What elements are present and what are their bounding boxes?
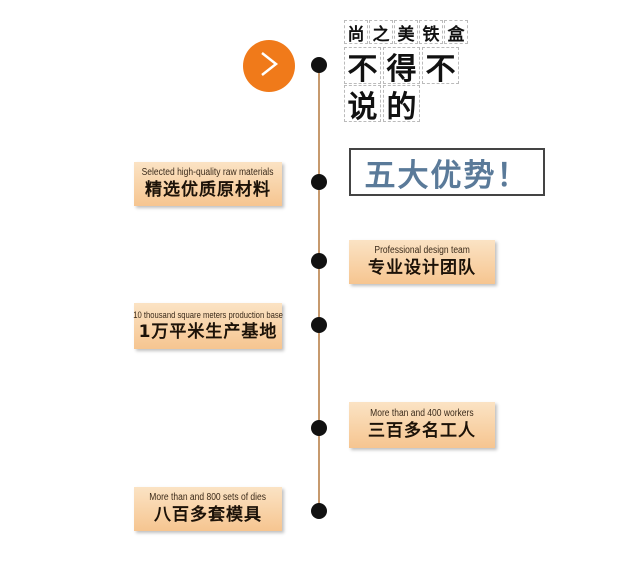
feature-label-design: Professional design team 专业设计团队 xyxy=(349,240,495,284)
title-line2: 说 的 xyxy=(344,85,422,125)
feature-label-dies: More than and 800 sets of dies 八百多套模具 xyxy=(134,487,282,531)
feature-en: More than and 800 sets of dies xyxy=(149,492,267,503)
feature-cn: 精选优质原材料 xyxy=(145,180,271,200)
title-char: 尚 xyxy=(344,20,368,45)
feature-cn: 三百多名工人 xyxy=(368,421,476,441)
feature-en: More than and 400 workers xyxy=(370,408,474,419)
title-char: 得 xyxy=(383,47,420,87)
timeline-dot xyxy=(311,317,327,333)
title-char: 铁 xyxy=(419,20,443,45)
timeline-dot xyxy=(311,503,327,519)
timeline-dot xyxy=(311,253,327,269)
feature-en: Selected high-quality raw materials xyxy=(142,167,274,178)
advantage-heading: 五大优势！ xyxy=(349,148,545,196)
feature-label-materials: Selected high-quality raw materials 精选优质… xyxy=(134,162,282,206)
chevron-right-icon xyxy=(256,49,282,83)
timeline-line xyxy=(318,60,320,515)
feature-en: Professional design team xyxy=(374,245,470,256)
feature-cn: 1万平米生产基地 xyxy=(138,322,278,342)
timeline-dot xyxy=(311,57,327,73)
title-char: 不 xyxy=(422,47,459,87)
feature-label-workers: More than and 400 workers 三百多名工人 xyxy=(349,402,495,448)
title-char: 之 xyxy=(369,20,393,45)
feature-cn: 专业设计团队 xyxy=(368,258,476,278)
feature-cn: 八百多套模具 xyxy=(154,505,262,525)
title-char: 不 xyxy=(344,47,381,87)
timeline-dot xyxy=(311,174,327,190)
title-char: 盒 xyxy=(444,20,468,45)
title-small-row: 尚 之 美 铁 盒 xyxy=(344,20,469,45)
feature-label-base: 10 thousand square meters production bas… xyxy=(133,303,283,349)
title-char: 美 xyxy=(394,20,418,45)
timeline-dot xyxy=(311,420,327,436)
title-char: 的 xyxy=(383,85,420,125)
feature-en: 10 thousand square meters production bas… xyxy=(133,310,283,320)
title-line1: 不 得 不 xyxy=(344,47,461,87)
arrow-button[interactable] xyxy=(243,40,295,92)
title-char: 说 xyxy=(344,85,381,125)
